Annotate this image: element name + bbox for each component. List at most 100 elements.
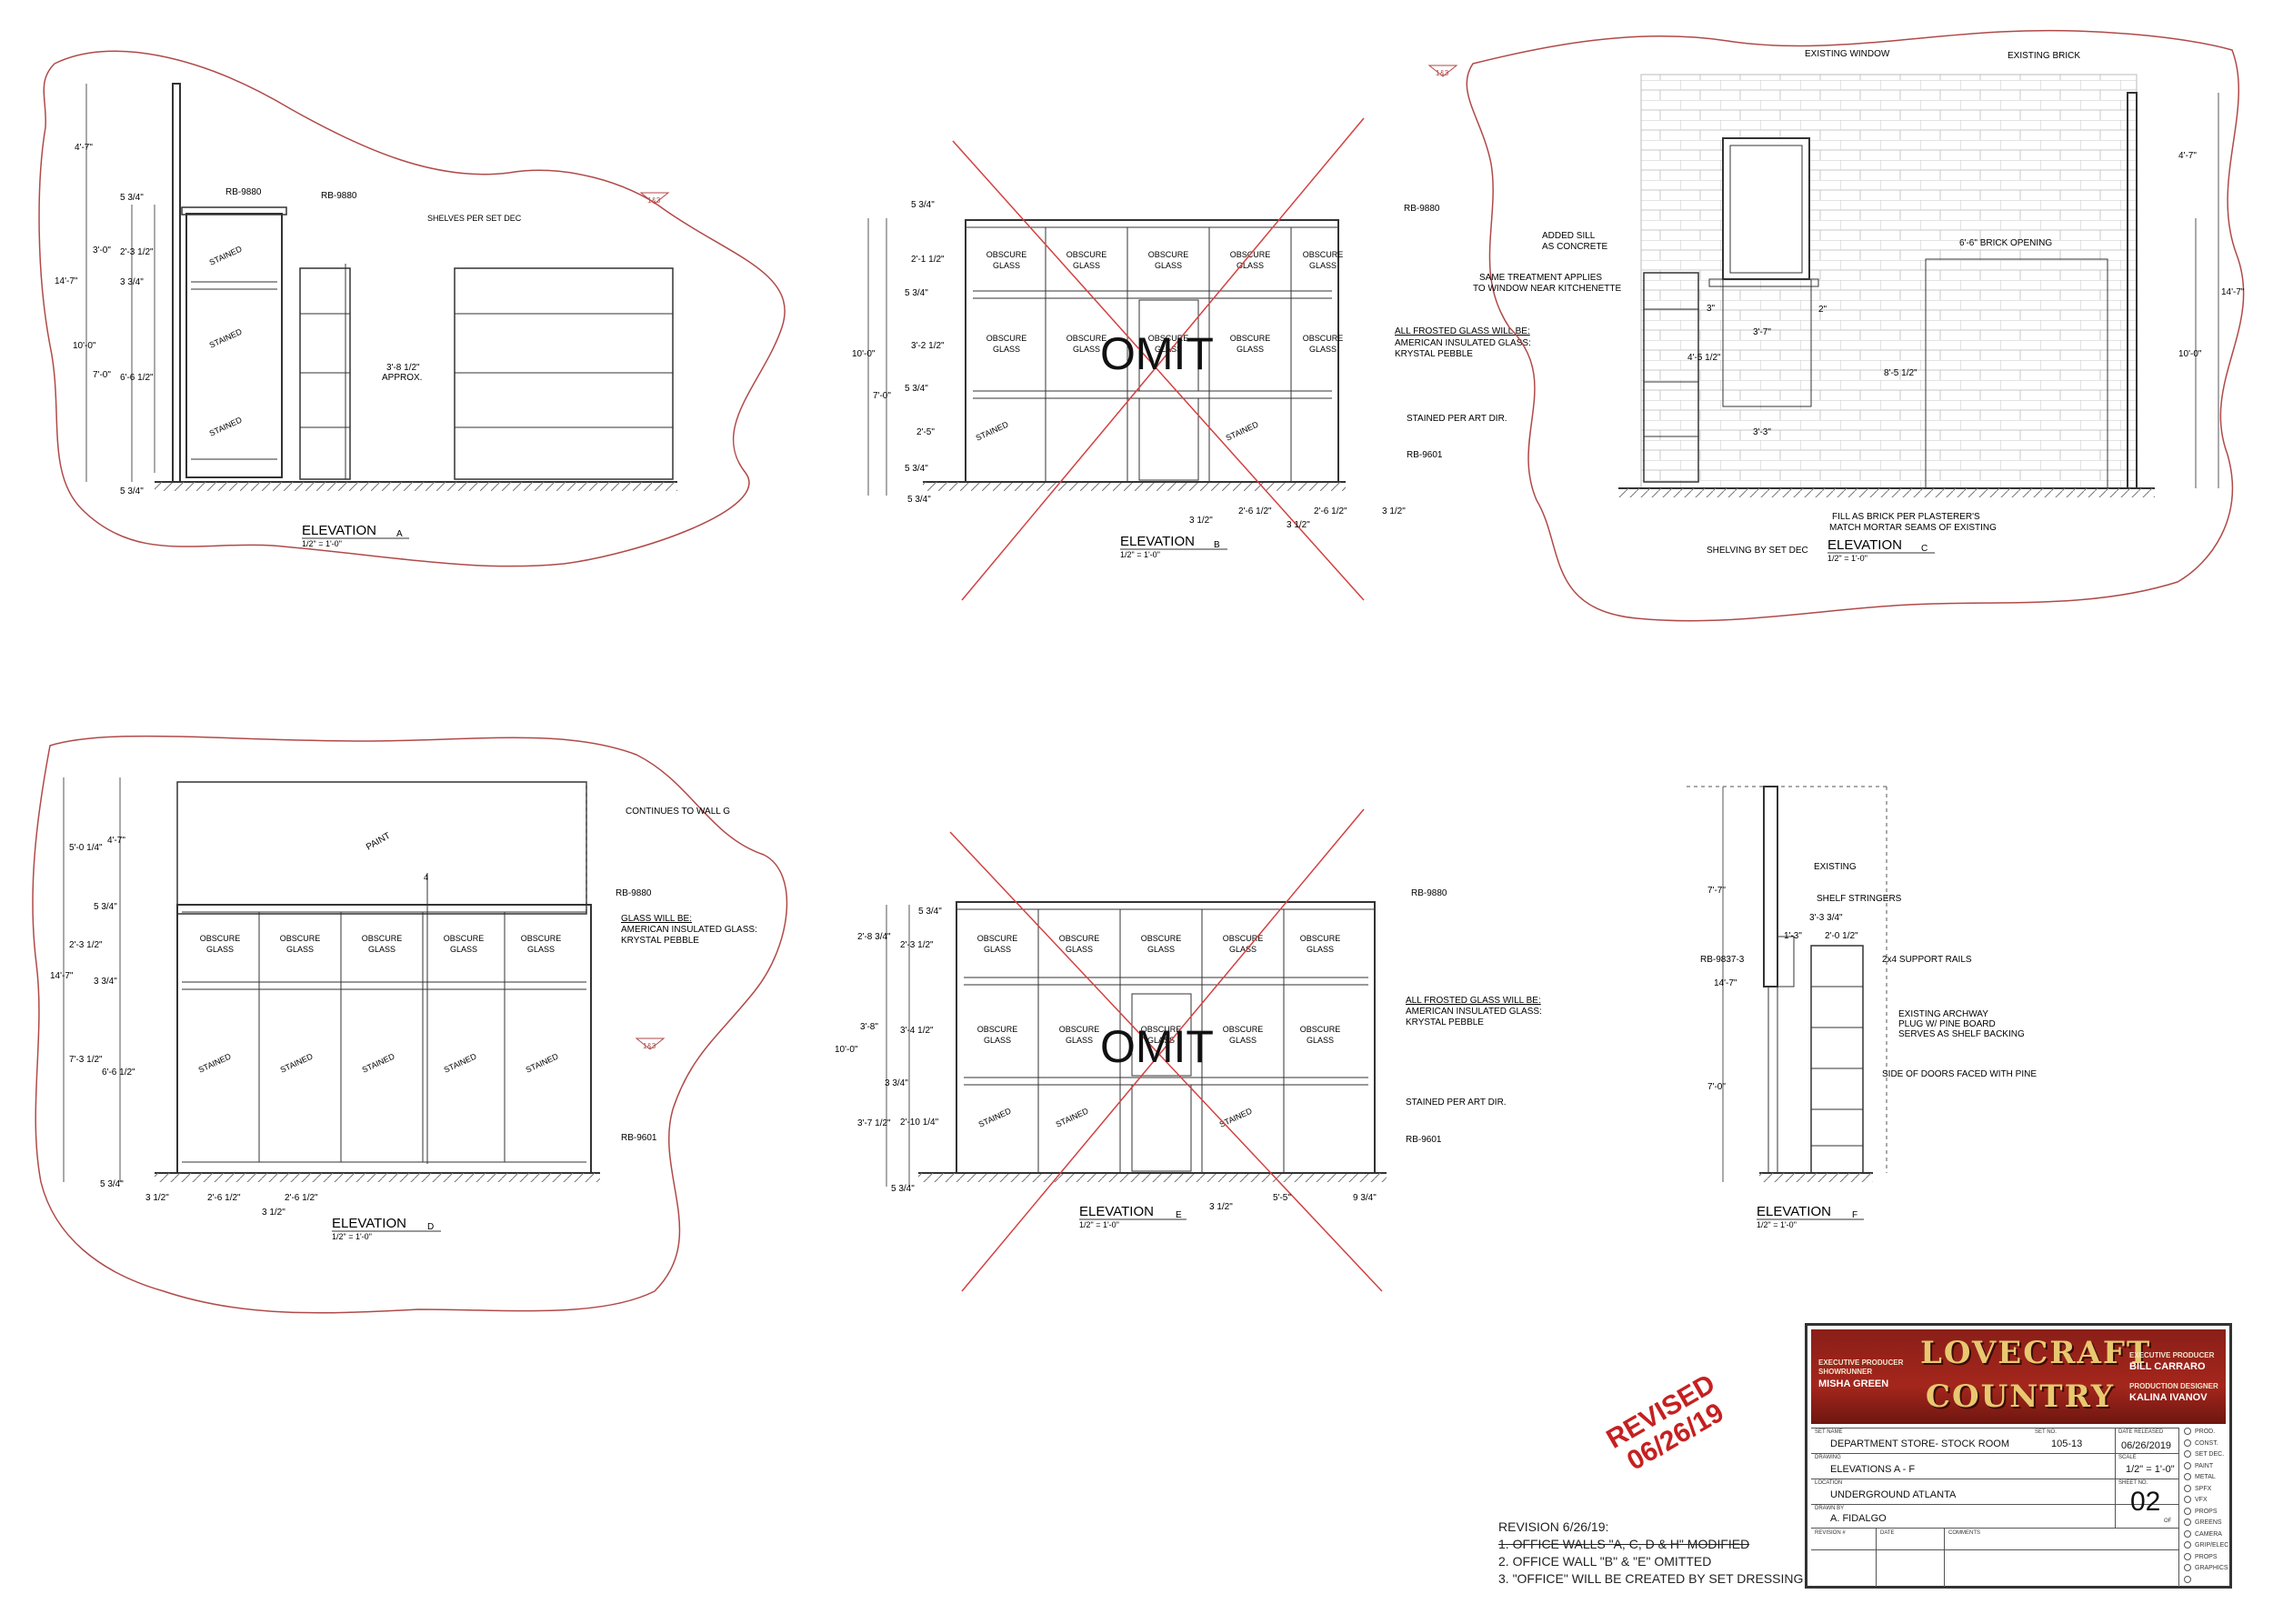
callout-f: SHELF STRINGERS — [1817, 894, 1902, 904]
checkbox-circle-icon[interactable] — [2184, 1552, 2191, 1560]
scale-label: 1/2" = 1'-0" — [1827, 554, 1867, 563]
department-item[interactable]: SET DEC. — [2184, 1450, 2224, 1458]
elevation-title: ELEVATION — [1827, 537, 1902, 553]
showrunner-label: SHOWRUNNER — [1818, 1368, 1873, 1376]
stained-label: STAINED — [443, 1051, 478, 1074]
obscure-glass-label: GLASS — [1237, 345, 1264, 354]
dim-a: 7'-0" — [93, 370, 111, 380]
obscure-glass-label: OBSCURE — [986, 250, 1027, 259]
obscure-glass-label: OBSCURE — [1300, 1025, 1341, 1034]
dim-b: 5 3/4" — [905, 384, 928, 394]
obscure-glass-label: OBSCURE — [1066, 250, 1107, 259]
callout-b: KRYSTAL PEBBLE — [1395, 349, 1473, 359]
sheet-number: 02 — [2130, 1487, 2161, 1517]
of-label: OF — [2164, 1519, 2172, 1524]
obscure-glass-label: GLASS — [993, 345, 1020, 354]
set-no-label: SET NO. — [2035, 1429, 2057, 1435]
checkbox-circle-icon[interactable] — [2184, 1575, 2191, 1583]
checkbox-circle-icon[interactable] — [2184, 1450, 2191, 1458]
checkbox-circle-icon[interactable] — [2184, 1496, 2191, 1503]
obscure-glass-label: OBSCURE — [362, 934, 403, 943]
exec-producer-right-label: EXECUTIVE PRODUCER — [2129, 1351, 2215, 1359]
checkbox-circle-icon[interactable] — [2184, 1461, 2191, 1469]
dim-d: 7'-3 1/2" — [69, 1055, 103, 1065]
obscure-glass-label: OBSCURE — [1141, 934, 1182, 943]
department-item[interactable]: GRAPHICS — [2184, 1564, 2228, 1571]
obscure-glass-label: GLASS — [1229, 1036, 1257, 1045]
department-item[interactable]: PAINT — [2184, 1461, 2213, 1469]
obscure-glass-label: GLASS — [286, 945, 314, 954]
dim-b: 7'-0" — [873, 391, 891, 401]
glass-labels-b: OBSCUREGLASSOBSCUREGLASSOBSCUREGLASSOBSC… — [986, 250, 1344, 354]
revision-triangle-c — [1427, 65, 1458, 77]
department-item[interactable]: SPFX — [2184, 1484, 2211, 1492]
set-name-label: SET NAME — [1815, 1429, 1843, 1435]
dim-f: 2'-0 1/2" — [1825, 931, 1858, 941]
checkbox-circle-icon[interactable] — [2184, 1564, 2191, 1571]
checkbox-circle-icon[interactable] — [2184, 1507, 2191, 1515]
callout-c: ADDED SILL — [1542, 231, 1596, 241]
omit-label: OMIT — [1100, 1021, 1214, 1072]
checkbox-circle-icon[interactable] — [2184, 1473, 2191, 1480]
department-item[interactable]: CONST. — [2184, 1439, 2218, 1447]
callout-c: AS CONCRETE — [1542, 242, 1608, 252]
dim-b: 2'-1 1/2" — [911, 255, 945, 265]
obscure-glass-label: OBSCURE — [1223, 1025, 1264, 1034]
callout-c: SHELVING BY SET DEC — [1707, 546, 1808, 556]
dim-e: 2'-3 1/2" — [900, 940, 934, 950]
obscure-glass-label: GLASS — [450, 945, 477, 954]
showrunner-name: MISHA GREEN — [1818, 1378, 1889, 1389]
obscure-glass-label: GLASS — [527, 945, 555, 954]
department-item[interactable]: CAMERA — [2184, 1529, 2222, 1538]
elevation-title: ELEVATION — [1079, 1204, 1154, 1219]
scale-label: 1/2" = 1'-0" — [1079, 1220, 1119, 1229]
obscure-glass-label: GLASS — [1147, 945, 1175, 954]
department-label: METAL — [2195, 1473, 2216, 1480]
callout-e: STAINED PER ART DIR. — [1406, 1098, 1507, 1108]
callout-c: EXISTING WINDOW — [1805, 49, 1890, 59]
drawing-name: ELEVATIONS A - F — [1830, 1464, 1916, 1475]
scale-label: 1/2" = 1'-0" — [1757, 1220, 1797, 1229]
checkbox-circle-icon[interactable] — [2184, 1439, 2191, 1447]
dim-d: 2'-3 1/2" — [69, 940, 103, 950]
checkbox-circle-icon[interactable] — [2184, 1484, 2191, 1492]
callout-e: ALL FROSTED GLASS WILL BE: — [1406, 996, 1541, 1006]
department-item[interactable]: PROD. — [2184, 1428, 2215, 1435]
revision-note-1: 1. OFFICE WALLS "A, C, D & H" MODIFIED — [1498, 1537, 1750, 1551]
checkbox-circle-icon[interactable] — [2184, 1519, 2191, 1526]
department-label: VFX — [2195, 1496, 2208, 1503]
callout-d: AMERICAN INSULATED GLASS: — [621, 925, 757, 935]
dim-c: 4'-5 1/2" — [1687, 353, 1721, 363]
dim-d: 4'-7" — [107, 836, 125, 846]
set-name: DEPARTMENT STORE- STOCK ROOM — [1830, 1439, 2010, 1449]
callout-b: ALL FROSTED GLASS WILL BE: — [1395, 326, 1530, 336]
department-item[interactable]: METAL — [2184, 1473, 2216, 1480]
drawn-by: A. FIDALGO — [1830, 1513, 1887, 1524]
glass-labels-d: OBSCUREGLASSOBSCUREGLASSOBSCUREGLASSOBSC… — [200, 934, 562, 954]
checkbox-circle-icon[interactable] — [2184, 1541, 2191, 1549]
department-item[interactable]: GRIP/ELEC — [2184, 1541, 2228, 1549]
dim-e: 3'-4 1/2" — [900, 1026, 934, 1036]
department-item[interactable]: VFX — [2184, 1496, 2208, 1503]
department-item[interactable]: PROPS — [2184, 1552, 2218, 1560]
callout-e: RB-9601 — [1406, 1135, 1442, 1145]
scale-value: 1/2" = 1'-0" — [2126, 1464, 2175, 1475]
dim-a: 5 3/4" — [120, 486, 144, 496]
checkbox-circle-icon[interactable] — [2184, 1529, 2191, 1538]
dim-a: 3 3/4" — [120, 277, 144, 287]
stained-label: STAINED — [208, 415, 244, 437]
dim-c: 2" — [1818, 305, 1827, 315]
department-label: CONST. — [2195, 1439, 2218, 1447]
department-item[interactable]: GREENS — [2184, 1519, 2222, 1526]
dim-e: 5 3/4" — [891, 1184, 915, 1194]
obscure-glass-label: OBSCURE — [1223, 934, 1264, 943]
department-item[interactable]: PROPS — [2184, 1507, 2218, 1515]
callout-a-2: RB-9880 — [321, 191, 357, 201]
callout-f: SERVES AS SHELF BACKING — [1898, 1029, 2025, 1039]
location: UNDERGROUND ATLANTA — [1830, 1489, 1957, 1500]
checkbox-circle-icon[interactable] — [2184, 1428, 2191, 1435]
dim-f: 1'-3" — [1784, 931, 1802, 941]
department-item[interactable] — [2184, 1575, 2195, 1583]
